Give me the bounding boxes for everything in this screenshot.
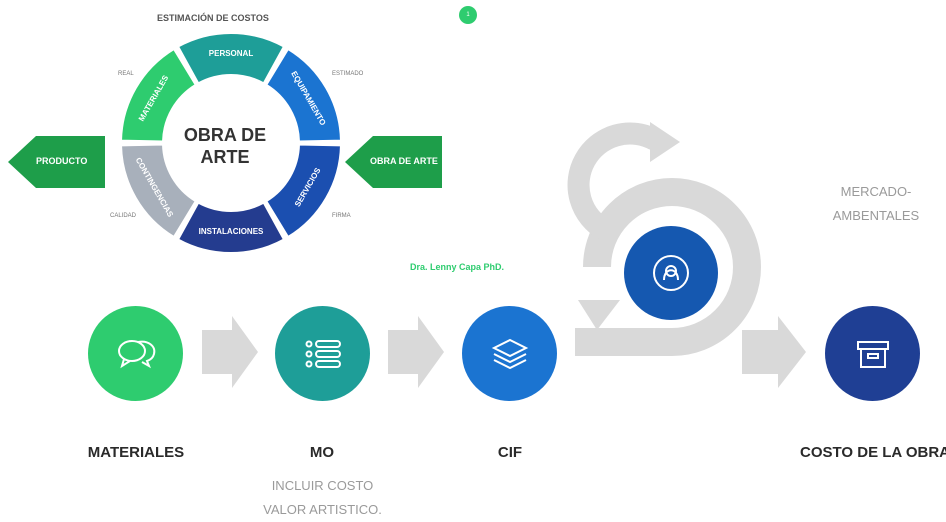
step-costo-circle bbox=[825, 306, 920, 401]
wheel-segment-equipamiento bbox=[264, 47, 342, 143]
corner-label-firma: FIRMA bbox=[332, 213, 351, 219]
wheel-label-personal: PERSONAL bbox=[209, 49, 254, 58]
mercado-line-2: AMBENTALES bbox=[832, 208, 920, 223]
step-materiales-circle bbox=[88, 306, 183, 401]
producto-arrow bbox=[8, 136, 105, 188]
step-label-mo: MO bbox=[309, 444, 335, 461]
page-number-badge: 1 bbox=[459, 6, 477, 24]
list-icon bbox=[305, 339, 341, 368]
cycle-center-circle bbox=[624, 226, 718, 320]
wheel-segment-contingencias bbox=[120, 143, 198, 239]
step-cif-circle bbox=[462, 306, 557, 401]
wheel-segments bbox=[120, 32, 342, 254]
arrow-2 bbox=[388, 316, 444, 388]
step-label-materiales: MATERIALES bbox=[87, 444, 185, 461]
mo-note-line-1: INCLUIR COSTO bbox=[271, 478, 374, 493]
mo-note-line-2: VALOR ARTISTICO. bbox=[263, 502, 382, 517]
layers-icon bbox=[491, 338, 528, 369]
step-label-cif: CIF bbox=[497, 444, 523, 461]
corner-label-real: REAL bbox=[118, 71, 134, 77]
cycle-loop bbox=[575, 178, 761, 356]
wheel-label-instalaciones: INSTALACIONES bbox=[199, 227, 264, 236]
cost-wheel: PERSONALEQUIPAMIENTOSERVICIOSINSTALACION… bbox=[120, 32, 342, 254]
obra-de-arte-arrow bbox=[345, 136, 442, 188]
cycle-top-arc bbox=[567, 122, 661, 240]
corner-label-calidad: CALIDAD bbox=[110, 213, 137, 219]
wheel-center-line-1: OBRA DE bbox=[183, 125, 267, 145]
arrow-1 bbox=[202, 316, 258, 388]
chat-bubbles-icon bbox=[117, 339, 155, 368]
mo-note: INCLUIR COSTO VALOR ARTISTICO. bbox=[250, 474, 395, 522]
step-label-costo: COSTO DE LA OBRA bbox=[800, 444, 946, 461]
wheel-center-line-2: ARTE bbox=[200, 147, 250, 167]
corner-label-estimado: ESTIMADO bbox=[332, 71, 364, 77]
mercado-line-1: MERCADO- bbox=[840, 184, 912, 199]
archive-box-icon bbox=[856, 340, 889, 368]
cycle-top-arrowhead bbox=[650, 122, 680, 162]
arrow-3 bbox=[742, 316, 806, 388]
wheel-segment-instalaciones bbox=[176, 201, 286, 254]
producto-arrow-label: PRODUCTO bbox=[36, 156, 88, 166]
page-number-text: 1 bbox=[466, 12, 470, 18]
person-icon bbox=[653, 255, 689, 291]
wheel-segment-materiales bbox=[120, 47, 198, 143]
mercado-text: MERCADO- AMBENTALES bbox=[816, 180, 936, 228]
wheel-segment-servicios bbox=[264, 143, 342, 239]
obra-de-arte-arrow-label: OBRA DE ARTE bbox=[370, 156, 438, 166]
wheel-center-text: OBRA DE ARTE bbox=[170, 124, 280, 168]
step-mo-circle bbox=[275, 306, 370, 401]
wheel-segment-personal bbox=[176, 32, 286, 85]
cycle-loop-arrowhead bbox=[578, 300, 620, 330]
wheel-title: ESTIMACIÓN DE COSTOS bbox=[157, 13, 269, 23]
author-credit: Dra. Lenny Capa PhD. bbox=[410, 262, 505, 272]
